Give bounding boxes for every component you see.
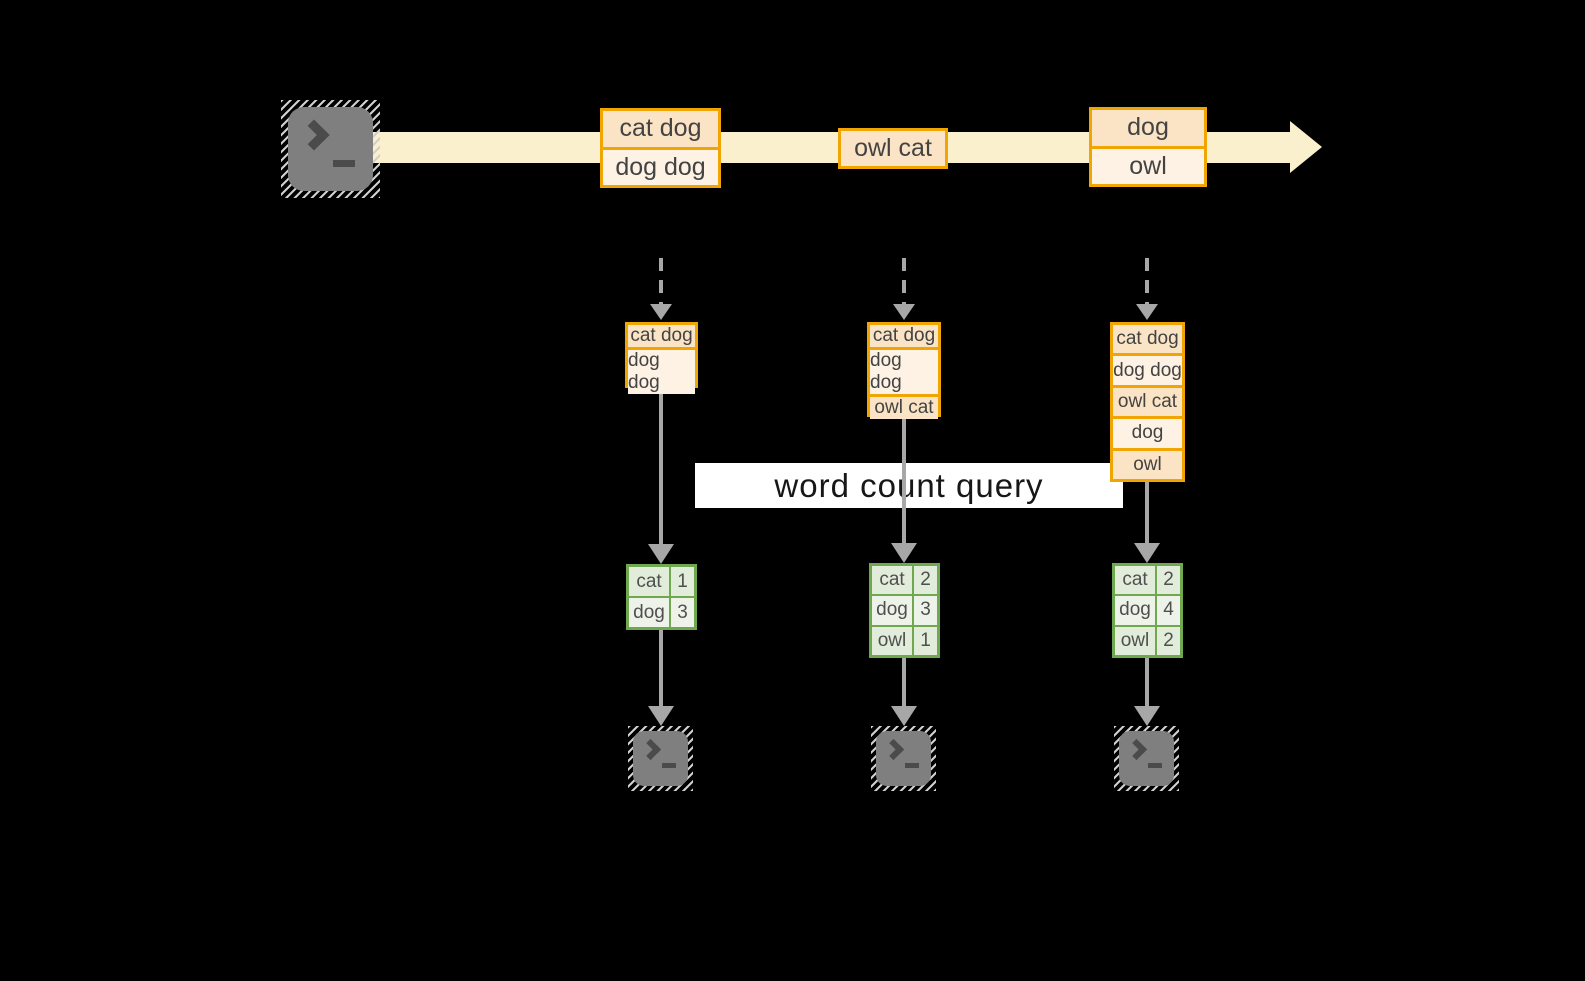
arrow-head [648,706,674,726]
sink-terminal-icon [1114,726,1179,791]
result-row: dog 3 [629,598,694,627]
sink-terminal-icon [628,726,693,791]
stream-batch-3: dog owl [1089,107,1207,187]
terminal-body [633,731,688,786]
state-row: owl cat [870,397,938,419]
result-count-cell: 2 [1157,626,1180,655]
dashed-arrow-head [650,304,672,320]
batch-row: owl cat [841,131,945,166]
batch-row: dog [1092,110,1204,146]
terminal-cursor-icon [662,763,676,768]
result-word-cell: dog [629,598,669,627]
state-row: owl [1113,450,1182,480]
result-table-2: cat 2 dog 3 owl 1 [869,563,940,658]
arrow-line [902,417,906,543]
dashed-arrow-line [902,258,906,304]
arrow-head [1134,543,1160,563]
batch-row: owl [1092,148,1204,184]
arrow-line [902,658,906,706]
terminal-body [288,107,373,191]
result-word-cell: dog [872,596,912,625]
terminal-cursor-icon [1148,763,1162,768]
arrow-line [659,388,663,544]
state-row: cat dog [870,325,938,347]
arrow-line [1145,482,1149,543]
result-word-cell: cat [872,566,912,595]
result-word-cell: owl [1115,626,1155,655]
dashed-arrow-line [1145,258,1149,304]
arrow-head [1134,706,1160,726]
batch-row: dog dog [603,149,718,185]
result-row: dog 3 [872,596,937,625]
dashed-arrow-head [1136,304,1158,320]
state-row: dog [1113,419,1182,448]
result-row: cat 2 [1115,566,1180,595]
result-row: cat 2 [872,566,937,595]
stream-arrow-head [1290,121,1322,173]
state-row: owl cat [1113,387,1182,417]
state-table-3: cat dog dog dog owl cat dog owl [1110,322,1185,482]
result-row: cat 1 [629,567,694,596]
arrow-line [659,630,663,706]
arrow-head [648,544,674,564]
result-word-cell: cat [1115,566,1155,595]
query-label: word count query [774,466,1044,504]
result-count-cell: 3 [914,596,937,625]
result-row: owl 1 [872,626,937,655]
result-row: dog 4 [1115,596,1180,625]
sink-terminal-icon [871,726,936,791]
arrow-head [891,543,917,563]
source-terminal-icon [281,100,380,198]
state-table-1: cat dog dog dog [625,322,698,394]
dashed-arrow-head [893,304,915,320]
dashed-arrow-line [659,258,663,304]
result-count-cell: 4 [1157,596,1180,625]
result-count-cell: 1 [671,567,694,596]
state-row: dog dog [1113,356,1182,385]
result-word-cell: cat [629,567,669,596]
result-count-cell: 2 [1157,566,1180,595]
result-count-cell: 1 [914,626,937,655]
result-count-cell: 2 [914,566,937,595]
terminal-cursor-icon [333,160,355,167]
state-row: dog dog [870,350,938,394]
result-count-cell: 3 [671,598,694,627]
result-row: owl 2 [1115,626,1180,655]
stream-batch-1: cat dog dog dog [600,108,721,188]
state-table-2: cat dog dog dog owl cat [867,322,941,419]
state-row: cat dog [628,325,695,347]
terminal-body [876,731,931,786]
terminal-cursor-icon [905,763,919,768]
batch-row: cat dog [603,111,718,147]
result-table-3: cat 2 dog 4 owl 2 [1112,563,1183,658]
state-row: cat dog [1113,325,1182,354]
arrow-line [1145,658,1149,706]
arrow-head [891,706,917,726]
result-word-cell: dog [1115,596,1155,625]
result-word-cell: owl [872,626,912,655]
terminal-body [1119,731,1174,786]
result-table-1: cat 1 dog 3 [626,564,697,630]
query-label-band: word count query [695,463,1123,508]
state-row: dog dog [628,350,695,394]
stream-batch-2: owl cat [838,128,948,169]
